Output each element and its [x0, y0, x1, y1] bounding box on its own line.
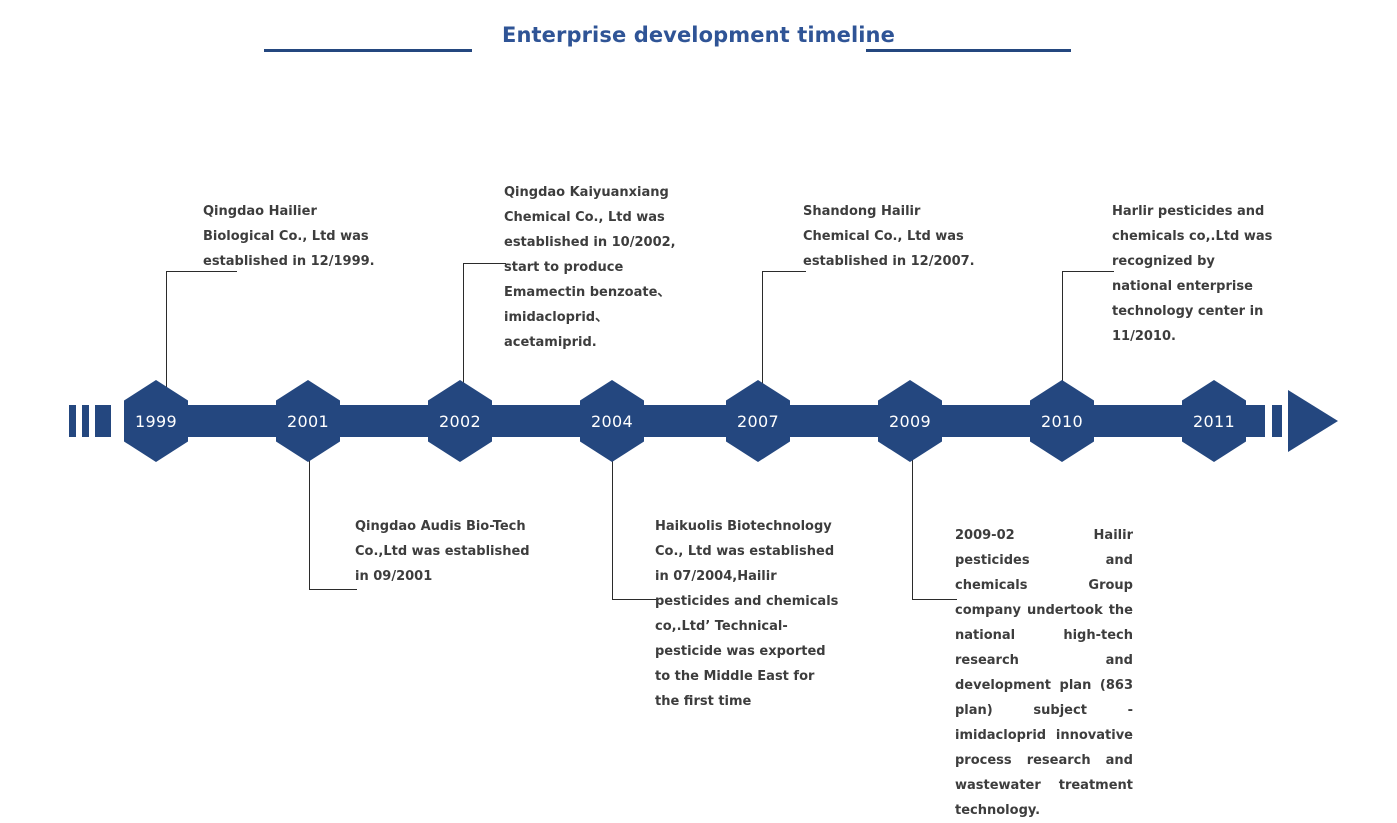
node-year-label: 2004	[591, 411, 633, 431]
leader-line-2010-vertical	[1062, 271, 1063, 405]
axis-arrow-icon	[1288, 390, 1338, 452]
node-year-label: 2001	[287, 411, 329, 431]
title-rule-left	[264, 49, 472, 52]
timeline-node-2007[interactable]: 2007	[726, 380, 790, 462]
event-note-2002: Qingdao Kaiyuanxiang Chemical Co., Ltd w…	[504, 185, 676, 350]
event-note-2010: Harlir pesticides and chemicals co,.Ltd …	[1112, 204, 1273, 344]
timeline-node-2004[interactable]: 2004	[580, 380, 644, 462]
leader-line-2001-horizontal	[309, 589, 357, 590]
node-year-label: 2011	[1193, 411, 1235, 431]
axis-dash-right-1	[1248, 405, 1265, 437]
event-note-2009: 2009-02 Hailir pesticides and chemicals …	[955, 528, 1133, 818]
node-year-label: 2007	[737, 411, 779, 431]
axis-dash-left-1	[69, 405, 76, 437]
node-year-label: 2010	[1041, 411, 1083, 431]
axis-dash-left-3	[95, 405, 111, 437]
event-note-1999: Qingdao Hailier Biological Co., Ltd was …	[203, 204, 375, 269]
node-year-label: 2009	[889, 411, 931, 431]
leader-line-2001-vertical	[309, 437, 310, 589]
timeline-node-2009[interactable]: 2009	[878, 380, 942, 462]
leader-line-1999-horizontal	[166, 271, 237, 272]
leader-line-2004-vertical	[612, 437, 613, 599]
leader-line-2007-horizontal	[762, 271, 806, 272]
timeline-node-2011[interactable]: 2011	[1182, 380, 1246, 462]
event-note-2001: Qingdao Audis Bio-Tech Co.,Ltd was estab…	[355, 519, 530, 584]
title-rule-right	[866, 49, 1071, 52]
timeline-node-1999[interactable]: 1999	[124, 380, 188, 462]
timeline-node-2001[interactable]: 2001	[276, 380, 340, 462]
timeline-node-2010[interactable]: 2010	[1030, 380, 1094, 462]
leader-line-2007-vertical	[762, 271, 763, 405]
axis-dash-right-2	[1272, 405, 1282, 437]
leader-line-2002-vertical	[463, 263, 464, 405]
axis-dash-left-2	[82, 405, 89, 437]
page-header: Enterprise development timeline	[0, 22, 1397, 62]
event-note-2004: Haikuolis Biotechnology Co., Ltd was est…	[655, 519, 839, 709]
leader-line-2004-horizontal	[612, 599, 657, 600]
timeline-node-2002[interactable]: 2002	[428, 380, 492, 462]
node-year-label: 1999	[135, 411, 177, 431]
leader-line-1999-vertical	[166, 271, 167, 405]
leader-line-2010-horizontal	[1062, 271, 1114, 272]
leader-line-2009-horizontal	[912, 599, 957, 600]
node-year-label: 2002	[439, 411, 481, 431]
event-note-2007: Shandong Hailir Chemical Co., Ltd was es…	[803, 204, 975, 269]
leader-line-2002-horizontal	[463, 263, 506, 264]
page-title: Enterprise development timeline	[502, 23, 895, 47]
leader-line-2009-vertical	[912, 437, 913, 599]
